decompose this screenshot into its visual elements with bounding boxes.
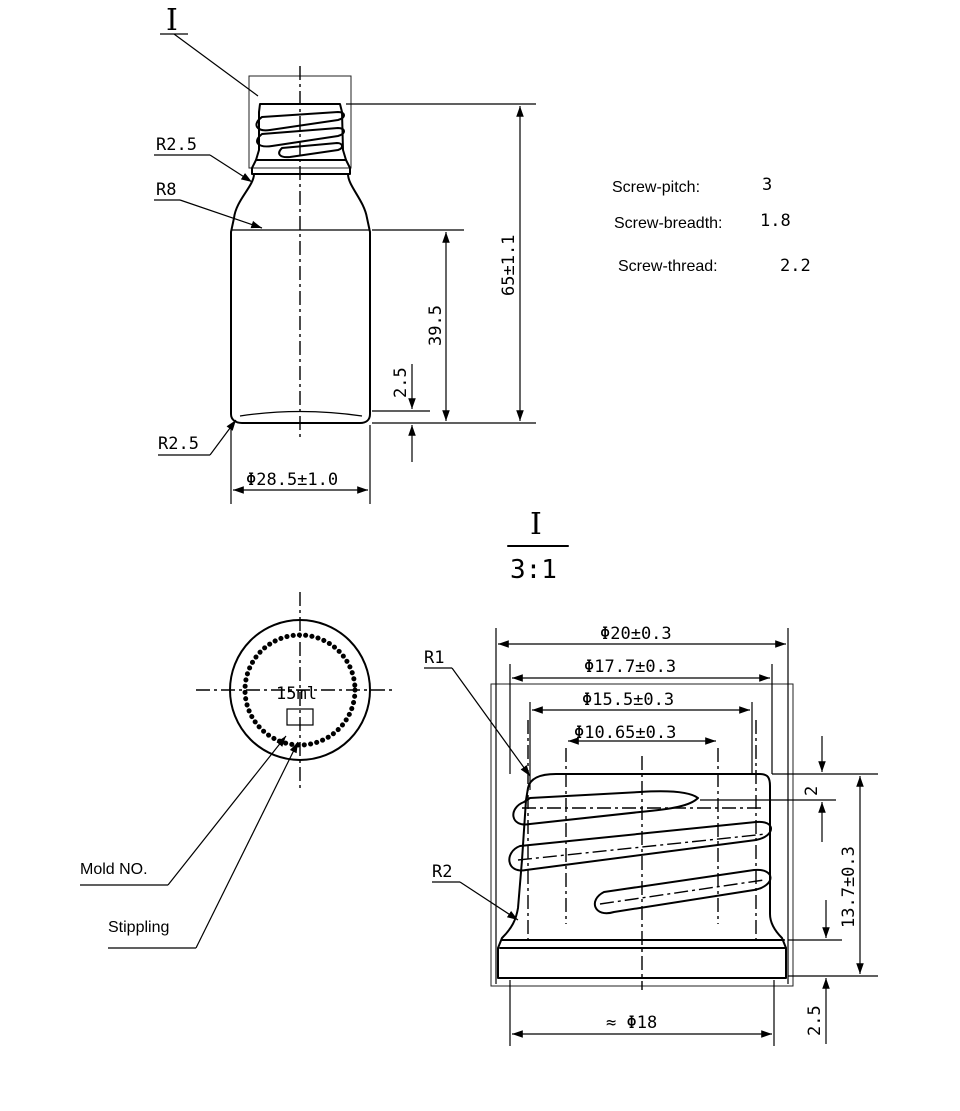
detail-title-label: I xyxy=(530,507,542,542)
detail-title: I 3:1 xyxy=(507,507,569,585)
screw-pitch-label: Screw-pitch: xyxy=(612,179,700,196)
detail-base-dimension: ≈ Φ18 xyxy=(606,1013,657,1033)
detail-neck-height-dimension: 13.7±0.3 xyxy=(839,846,859,928)
base-step-dimension-text: 2.5 xyxy=(391,367,411,398)
bottle-side-view: I R2.5 R8 R2.5 65±1.1 39.5 xyxy=(154,3,536,504)
stippling-ring xyxy=(242,632,358,748)
bottle-body xyxy=(230,173,371,424)
detail-marker-label: I xyxy=(166,3,178,38)
detail-thread-outer-dimension: Φ17.7±0.3 xyxy=(584,657,676,677)
detail-thread-2 xyxy=(508,820,772,872)
detail-thread-root-dimension: Φ15.5±0.3 xyxy=(582,690,674,710)
body-height-dimension-text: 39.5 xyxy=(426,305,446,346)
screw-thread-value: 2.2 xyxy=(780,256,811,276)
detail-r1-label: R1 xyxy=(424,648,444,668)
bottom-outer-circle xyxy=(229,619,371,761)
detail-thread-3 xyxy=(593,868,772,915)
neck-thread-1 xyxy=(255,111,345,132)
screw-pitch-value: 3 xyxy=(762,175,772,195)
diameter-dimension-text: Φ28.5±1.0 xyxy=(246,470,338,490)
capacity-text: 15ml xyxy=(276,684,317,704)
neck-thread-3 xyxy=(278,142,343,159)
bottle-bottom-view: 15ml Mold NO. Stippling xyxy=(80,592,392,949)
detail-neck-outline xyxy=(497,773,787,979)
neck-radius-label: R2.5 xyxy=(156,135,197,155)
shoulder-radius-label: R8 xyxy=(156,180,176,200)
detail-bore-dimension: Φ10.65±0.3 xyxy=(574,723,676,743)
detail-thread-1 xyxy=(512,790,699,826)
stippling-label: Stippling xyxy=(108,919,169,936)
detail-r2-label: R2 xyxy=(432,862,452,882)
neck-thread-2 xyxy=(256,127,345,148)
neck-detail-view: Φ20±0.3 Φ17.7±0.3 Φ15.5±0.3 Φ10.65±0.3 ≈… xyxy=(424,624,878,1046)
detail-collar-dimension: 2.5 xyxy=(805,1005,825,1036)
height-dimension-text: 65±1.1 xyxy=(499,235,519,296)
detail-thread-start-dimension: 2 xyxy=(802,786,822,796)
detail-scale-label: 3:1 xyxy=(510,555,557,585)
base-radius-label: R2.5 xyxy=(158,434,199,454)
mold-number-label: Mold NO. xyxy=(80,861,148,878)
screw-thread-label: Screw-thread: xyxy=(618,258,718,275)
detail-outer-dimension: Φ20±0.3 xyxy=(600,624,672,644)
screw-specs: Screw-pitch: 3 Screw-breadth: 1.8 Screw-… xyxy=(612,175,811,276)
screw-breadth-value: 1.8 xyxy=(760,211,791,231)
screw-breadth-label: Screw-breadth: xyxy=(614,215,723,232)
mold-number-box xyxy=(286,708,314,726)
